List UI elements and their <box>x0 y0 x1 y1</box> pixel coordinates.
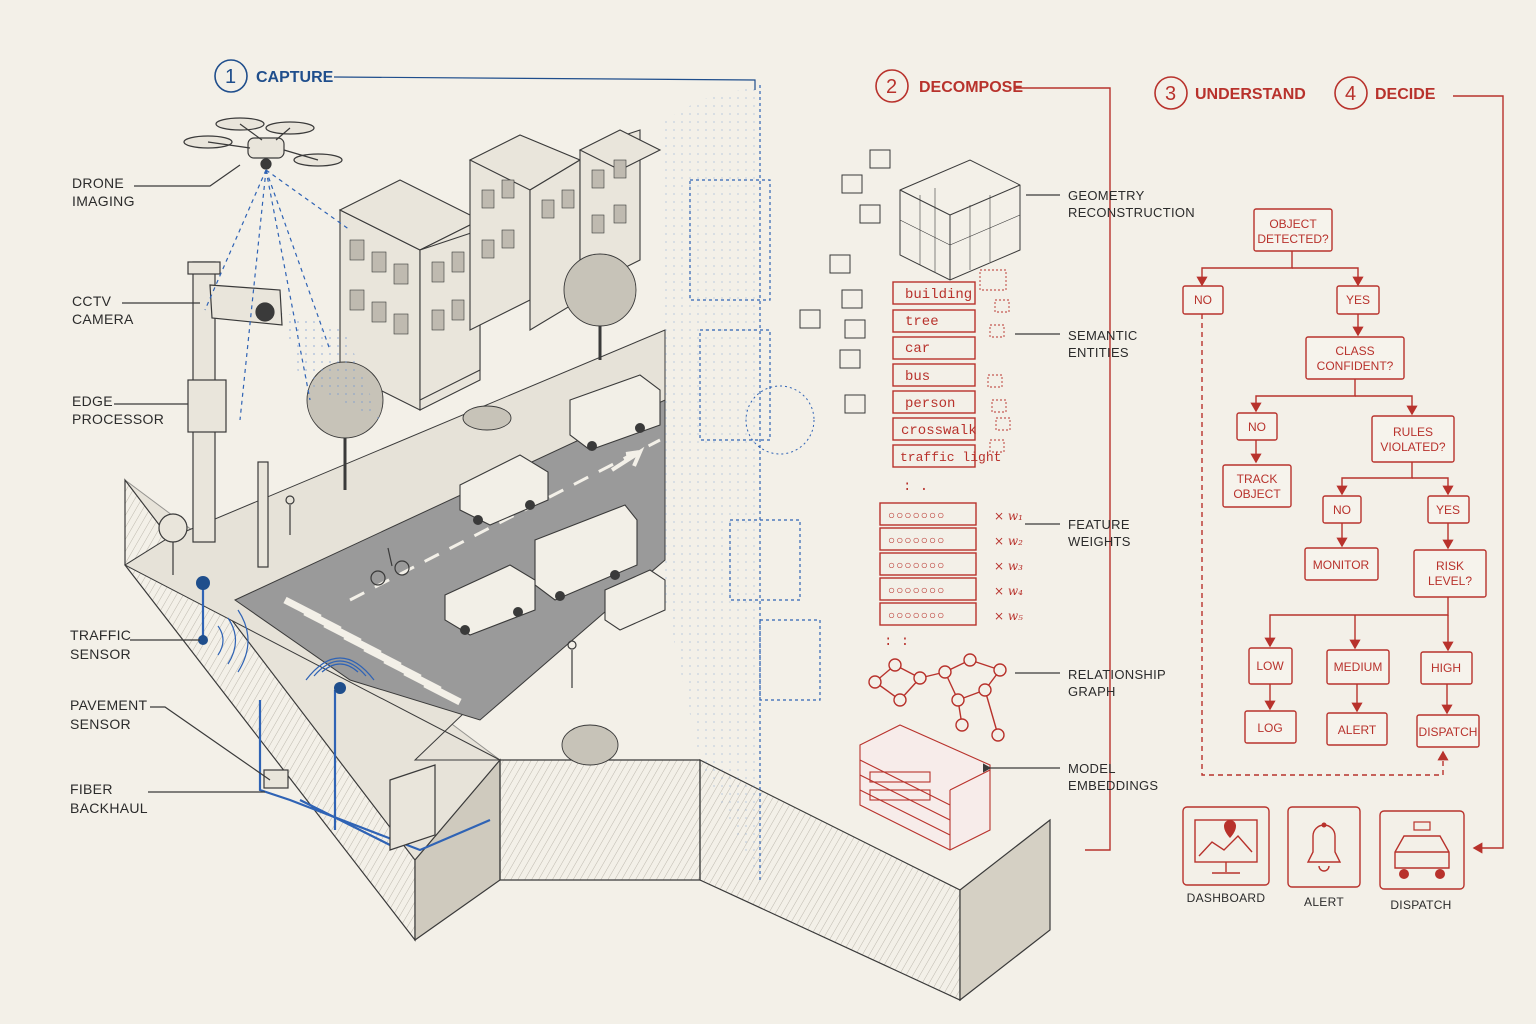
alert-bell-icon <box>1287 806 1361 888</box>
step-3-number: 3 <box>1165 83 1176 105</box>
feature-weights: ○○○○○○○ × w₁ ○○○○○○○ × w₂ ○○○○○○○ × w₃ ○… <box>879 502 1023 650</box>
node-class-confident-line2: CONFIDENT? <box>1317 359 1394 373</box>
model-label-2: EMBEDDINGS <box>1068 778 1158 793</box>
node-yes-1: YES <box>1346 293 1370 307</box>
node-risk-level-line2: LEVEL? <box>1428 574 1472 588</box>
output-alert-label: ALERT <box>1304 895 1344 909</box>
relationship-label-2: GRAPH <box>1068 684 1116 699</box>
fiber-label-1: FIBER <box>70 781 113 797</box>
node-risk-level-line1: RISK <box>1436 559 1464 573</box>
model-embeddings-icon <box>859 724 991 851</box>
semantic-label-2: ENTITIES <box>1068 345 1129 360</box>
model-label-1: MODEL <box>1068 761 1116 776</box>
weight-label-3: × w₃ <box>994 559 1023 573</box>
step-2-number: 2 <box>886 76 897 98</box>
weight-row-1: ○○○○○○○ <box>888 509 945 523</box>
entity-person: person <box>905 396 955 412</box>
dispatch-vehicle-icon <box>1379 810 1465 890</box>
entity-tree: tree <box>905 314 939 330</box>
node-no-2: NO <box>1248 420 1266 434</box>
weight-row-3: ○○○○○○○ <box>888 559 945 573</box>
node-low: LOW <box>1256 659 1284 673</box>
node-alert: ALERT <box>1338 723 1377 737</box>
edge-label-1: EDGE <box>72 393 113 409</box>
geometry-label-1: GEOMETRY <box>1068 188 1145 203</box>
weight-label-2: × w₂ <box>994 534 1023 548</box>
node-yes-3: YES <box>1436 503 1460 517</box>
drone-label-1: DRONE <box>72 175 124 191</box>
node-rules-violated-line1: RULES <box>1393 425 1433 439</box>
weight-label-4: × w₄ <box>994 584 1023 598</box>
node-rules-violated-line2: VIOLATED? <box>1380 440 1445 454</box>
weight-label-1: × w₁ <box>994 509 1023 523</box>
weight-row-2: ○○○○○○○ <box>888 534 945 548</box>
node-medium: MEDIUM <box>1334 660 1383 674</box>
step-4-header: 4 DECIDE <box>1334 76 1504 854</box>
decision-flowchart: OBJECT DETECTED? NO YES CLASS CONFIDENT?… <box>1182 208 1487 776</box>
node-dispatch: DISPATCH <box>1419 725 1478 739</box>
drone-label-2: IMAGING <box>72 193 135 209</box>
entity-bus: bus <box>905 369 930 385</box>
entity-crosswalk: crosswalk <box>901 423 977 439</box>
node-no-1: NO <box>1194 293 1212 307</box>
relationship-label-1: RELATIONSHIP <box>1068 667 1166 682</box>
feature-label-1: FEATURE <box>1068 517 1130 532</box>
node-class-confident-line1: CLASS <box>1335 344 1374 358</box>
step-3-title: UNDERSTAND <box>1195 86 1306 103</box>
output-dashboard-label: DASHBOARD <box>1187 891 1266 905</box>
step-3-header: 3 UNDERSTAND <box>1154 76 1306 110</box>
relationship-graph-icon <box>868 653 1007 742</box>
weight-label-5: × w₅ <box>994 609 1023 623</box>
weight-row-4: ○○○○○○○ <box>888 584 945 598</box>
step-4-title: DECIDE <box>1375 86 1436 103</box>
geometry-label-2: RECONSTRUCTION <box>1068 205 1195 220</box>
entity-car: car <box>905 341 930 357</box>
weight-row-5: ○○○○○○○ <box>888 609 945 623</box>
step-1-number: 1 <box>225 66 236 88</box>
step-2-title: DECOMPOSE <box>919 79 1023 96</box>
dashboard-icon <box>1182 806 1270 886</box>
cctv-label-1: CCTV <box>72 293 112 309</box>
node-object-detected-line1: OBJECT <box>1269 217 1317 231</box>
entity-ellipsis-icon: : . <box>903 479 928 495</box>
node-high: HIGH <box>1431 661 1461 675</box>
traffic-label-1: TRAFFIC <box>70 627 131 643</box>
entity-building: building <box>905 287 972 303</box>
entity-traffic-light: traffic light <box>900 450 1001 465</box>
step-2-header: 2 DECOMPOSE <box>875 69 1111 851</box>
feature-label-2: WEIGHTS <box>1068 534 1131 549</box>
semantic-label-1: SEMANTIC <box>1068 328 1138 343</box>
node-monitor: MONITOR <box>1313 558 1370 572</box>
fiber-label-2: BACKHAUL <box>70 800 148 816</box>
step-1-header: 1 CAPTURE <box>214 59 756 93</box>
sensor-labels: DRONE IMAGING CCTV CAMERA EDGE PROCESSOR… <box>70 164 271 816</box>
node-no-3: NO <box>1333 503 1351 517</box>
decompose-zone: building tree car bus person crosswalk t… <box>665 85 1023 880</box>
pavement-label-1: PAVEMENT <box>70 697 147 713</box>
weight-ellipsis-icon: : : <box>884 634 909 650</box>
node-log: LOG <box>1257 721 1282 735</box>
step-4-number: 4 <box>1345 83 1356 105</box>
node-track-object-line2: OBJECT <box>1233 487 1281 501</box>
output-icons: DASHBOARD ALERT DISPATCH <box>1182 806 1465 912</box>
cctv-label-2: CAMERA <box>72 311 134 327</box>
pavement-label-2: SENSOR <box>70 716 131 732</box>
layer-labels: GEOMETRY RECONSTRUCTION SEMANTIC ENTITIE… <box>982 188 1195 793</box>
node-object-detected-line2: DETECTED? <box>1257 232 1329 246</box>
semantic-entity-list: building tree car bus person crosswalk t… <box>892 281 1001 495</box>
traffic-label-2: SENSOR <box>70 646 131 662</box>
city-block-illustration <box>123 117 1051 1002</box>
output-dispatch-label: DISPATCH <box>1390 898 1451 912</box>
node-track-object-line1: TRACK <box>1237 472 1278 486</box>
step-1-title: CAPTURE <box>256 69 334 86</box>
edge-label-2: PROCESSOR <box>72 411 164 427</box>
